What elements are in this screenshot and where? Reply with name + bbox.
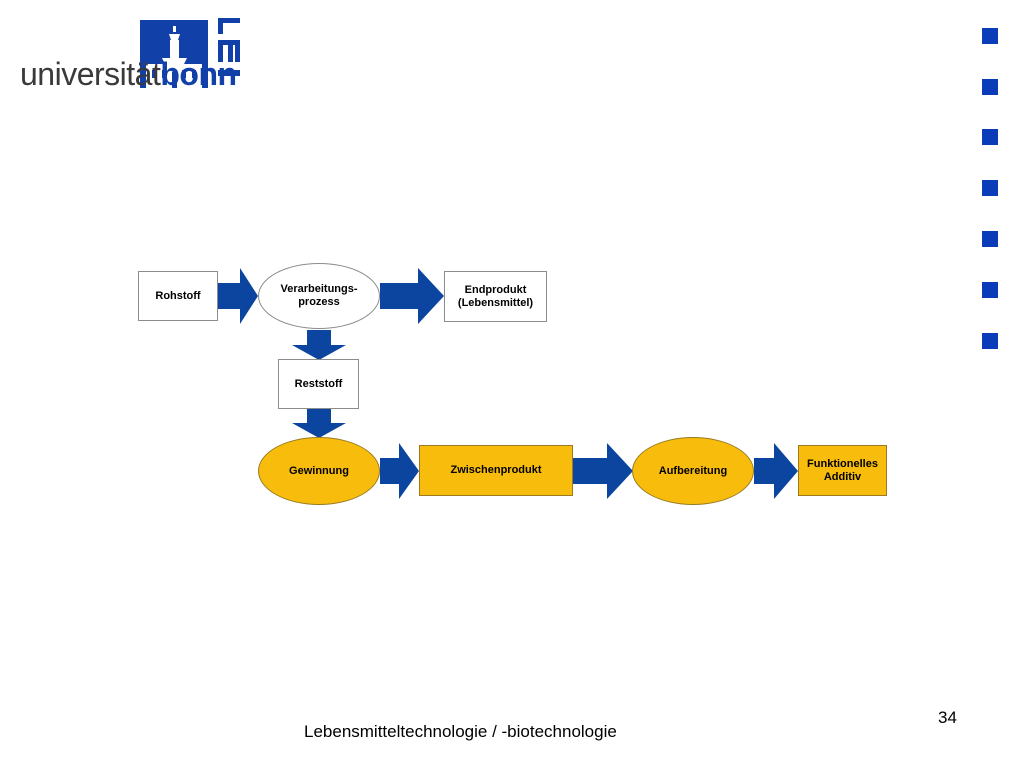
- arrow-zwischenprodukt-to-aufbereitung: [573, 443, 633, 499]
- square-bullet-icon: [982, 129, 998, 145]
- node-aufbereitung: Aufbereitung: [632, 437, 754, 505]
- node-reststoff: Reststoff: [278, 359, 359, 409]
- node-gewinnung: Gewinnung: [258, 437, 380, 505]
- arrow-gewinnung-to-zwischenprodukt: [380, 443, 419, 499]
- node-label: Aufbereitung: [658, 464, 728, 477]
- node-label: Rohstoff: [155, 289, 201, 302]
- square-bullet-icon: [982, 333, 998, 349]
- square-bullet-icon: [982, 79, 998, 95]
- university-building-icon: [140, 20, 206, 88]
- node-label: Reststoff: [294, 377, 343, 390]
- arrow-reststoff-to-gewinnung: [292, 409, 346, 438]
- square-bullet-icon: [982, 180, 998, 196]
- logo-divider: [206, 20, 208, 88]
- node-label: Verarbeitungs- prozess: [280, 283, 358, 308]
- node-rohstoff: Rohstoff: [138, 271, 218, 321]
- square-bullet-icon: [982, 282, 998, 298]
- node-label: Endprodukt (Lebensmittel): [457, 283, 534, 309]
- arrow-aufbereitung-to-additiv: [754, 443, 798, 499]
- node-verarbeitungsprozess: Verarbeitungs- prozess: [258, 263, 380, 329]
- node-endprodukt: Endprodukt (Lebensmittel): [444, 271, 547, 322]
- node-label: Gewinnung: [289, 464, 349, 477]
- page-number: 34: [938, 708, 957, 727]
- iel-logo-icon: [218, 18, 240, 76]
- node-label: Zwischenprodukt: [450, 464, 542, 476]
- arrow-rohstoff-to-prozess: [218, 268, 258, 324]
- square-bullet-icon: [982, 231, 998, 247]
- square-bullet-icon: [982, 28, 998, 44]
- arrow-prozess-to-endprodukt: [380, 268, 444, 324]
- footer-title: Lebensmitteltechnologie / -biotechnologi…: [304, 722, 617, 741]
- node-zwischenprodukt: Zwischenprodukt: [419, 445, 573, 496]
- arrow-prozess-to-reststoff: [292, 330, 346, 360]
- node-funktionelles-additiv: Funktionelles Additiv: [798, 445, 887, 496]
- node-label: Funktionelles Additiv: [807, 457, 878, 483]
- wordmark-regular: universität: [20, 56, 161, 92]
- university-wordmark: universitätbonn: [20, 56, 237, 92]
